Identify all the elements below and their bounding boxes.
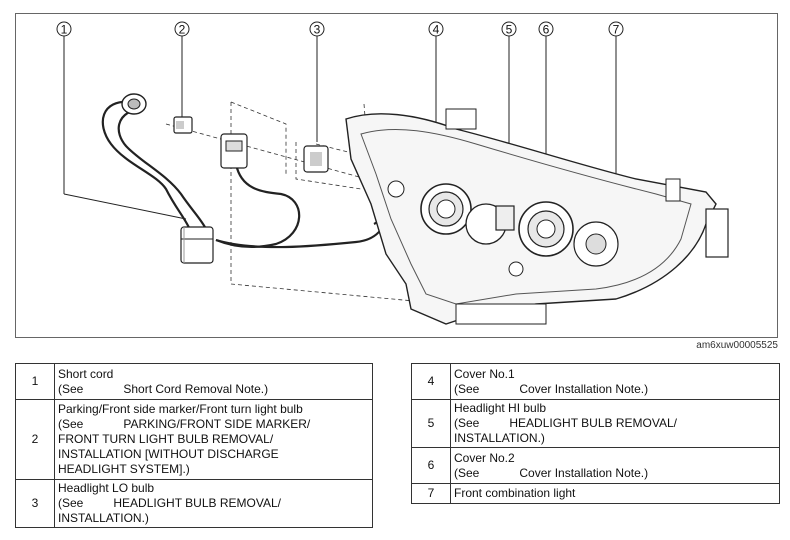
legend-item-note: (See Short Cord Removal Note.)	[58, 381, 269, 396]
svg-text:3: 3	[314, 23, 321, 37]
legend-item-title: Parking/Front side marker/Front turn lig…	[58, 402, 303, 416]
legend-description: Front combination light	[450, 483, 780, 504]
legend-item-note: (See HEADLIGHT BULB REMOVAL/	[58, 496, 281, 510]
legend-item-title: Front combination light	[454, 486, 576, 500]
headlight-lo-bulb	[303, 145, 329, 173]
diagram-drawing: 1 2 3 4 5 6 7	[56, 21, 729, 325]
legend-item-note: INSTALLATION.)	[454, 431, 545, 445]
short-cord-connector	[180, 226, 214, 264]
cover-no1	[420, 183, 472, 235]
legend-item-note: INSTALLATION.)	[58, 511, 149, 525]
legend-description: Headlight LO bulb(See HEADLIGHT BULB REM…	[54, 479, 373, 528]
legend-item-note: (See Cover Installation Note.)	[454, 465, 649, 480]
reflector-lens	[387, 180, 619, 277]
figure-id: am6xuw00005525	[696, 340, 778, 351]
legend-number: 6	[411, 447, 451, 484]
legend-description: Cover No.2(See Cover Installation Note.)	[450, 447, 780, 484]
legend-description: Parking/Front side marker/Front turn lig…	[54, 399, 373, 480]
cover-no2	[518, 201, 574, 257]
legend-number: 1	[15, 363, 55, 400]
callout-2: 2	[174, 21, 190, 119]
legend-item-note: HEADLIGHT SYSTEM].)	[58, 462, 190, 476]
bulb-socket	[121, 93, 147, 115]
legend-item-title: Cover No.2	[454, 450, 515, 465]
legend-description: Short cord(See Short Cord Removal Note.)	[54, 363, 373, 400]
wiring-harness	[101, 100, 390, 249]
svg-text:5: 5	[506, 23, 513, 37]
parking-light-bulb	[173, 116, 193, 134]
svg-text:1: 1	[61, 23, 68, 37]
legend-description: Headlight HI bulb(See HEADLIGHT BULB REM…	[450, 399, 780, 448]
legend-item-title: Headlight HI bulb	[454, 401, 547, 415]
legend-number: 7	[411, 483, 451, 504]
legend-number: 4	[411, 363, 451, 400]
legend-item-title: Cover No.1	[454, 366, 515, 381]
legend-number: 3	[15, 479, 55, 528]
svg-text:7: 7	[613, 23, 620, 37]
legend-item-title: Short cord	[58, 366, 114, 381]
headlight-lo-connector	[220, 133, 248, 169]
svg-text:2: 2	[179, 23, 186, 37]
headlight-hi-bulb	[465, 203, 515, 245]
legend-item-note: INSTALLATION [WITHOUT DISCHARGE	[58, 447, 279, 461]
legend-item-title: Headlight LO bulb	[58, 481, 155, 495]
svg-text:4: 4	[433, 23, 440, 37]
svg-text:6: 6	[543, 23, 550, 37]
exploded-diagram: 1 2 3 4 5 6 7	[15, 13, 778, 338]
legend-item-note: (See PARKING/FRONT SIDE MARKER/	[58, 417, 311, 431]
legend-item-note: FRONT TURN LIGHT BULB REMOVAL/	[58, 432, 274, 446]
callout-3: 3	[309, 21, 325, 142]
legend-number: 5	[411, 399, 451, 448]
legend-item-note: (See Cover Installation Note.)	[454, 381, 649, 396]
legend-item-note: (See HEADLIGHT BULB REMOVAL/	[454, 416, 677, 430]
callout-1: 1	[56, 21, 187, 220]
legend-number: 2	[15, 399, 55, 480]
legend-description: Cover No.1(See Cover Installation Note.)	[450, 363, 780, 400]
